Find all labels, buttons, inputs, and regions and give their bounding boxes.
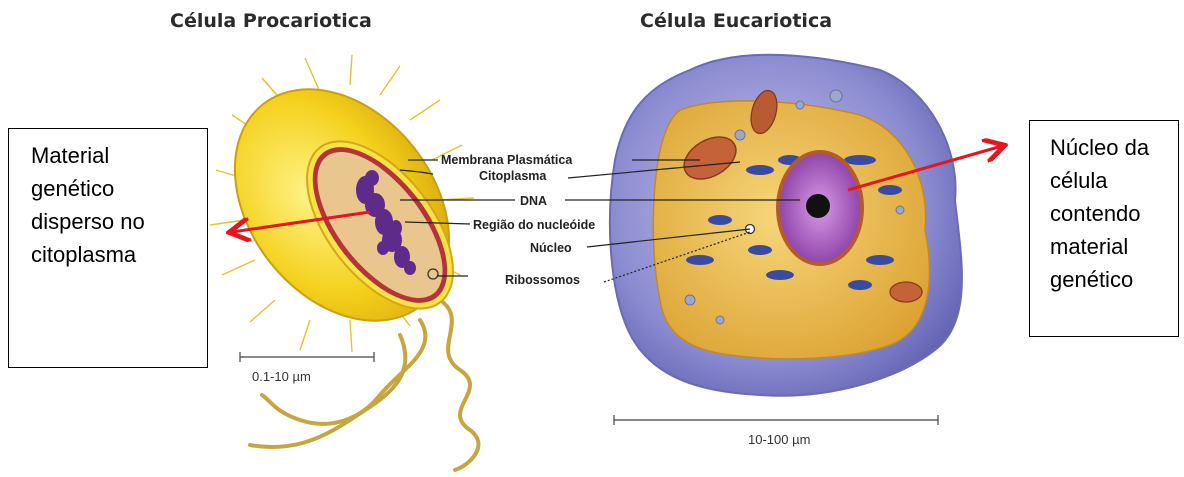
- mitochondrion: [890, 282, 922, 302]
- right-box-line: contendo: [1050, 197, 1178, 230]
- right-box-line: material: [1050, 230, 1178, 263]
- eukaryote-cell: 10-100 µm: [610, 55, 962, 447]
- label-nucleus: Núcleo: [530, 241, 572, 255]
- label-membrane: Membrana Plasmática: [441, 153, 573, 167]
- right-box-line: genético: [1050, 263, 1178, 296]
- eukaryote-scale-label: 10-100 µm: [748, 432, 810, 447]
- label-nucleoid: Região do nucleóide: [473, 218, 595, 232]
- nucleolus: [806, 194, 830, 218]
- eukaryote-scale-bar: [614, 415, 938, 425]
- label-cytoplasm: Citoplasma: [479, 169, 547, 183]
- left-box-line: genético: [31, 172, 207, 205]
- prokaryote-scale-label: 0.1-10 µm: [252, 369, 311, 384]
- left-box-line: disperso no: [31, 205, 207, 238]
- left-annotation-box: Material genético disperso no citoplasma: [8, 128, 208, 368]
- right-box-line: Núcleo da: [1050, 131, 1178, 164]
- prokaryote-cell: 0.1-10 µm: [191, 47, 494, 470]
- label-ribosomes: Ribossomos: [505, 273, 580, 287]
- right-annotation-box: Núcleo da célula contendo material genét…: [1029, 120, 1179, 337]
- left-box-line: Material: [31, 139, 207, 172]
- flagellum: [250, 300, 478, 470]
- left-box-line: citoplasma: [31, 238, 207, 271]
- label-dna: DNA: [520, 194, 547, 208]
- right-box-line: célula: [1050, 164, 1178, 197]
- prokaryote-scale-bar: [240, 352, 374, 362]
